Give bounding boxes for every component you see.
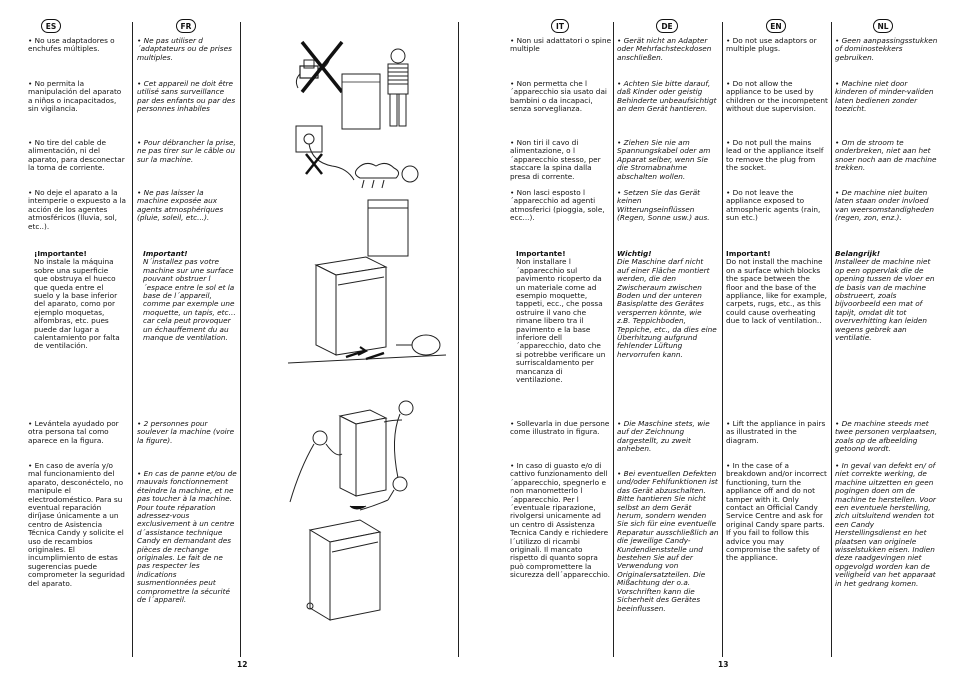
important-body: Non installare l´apparecchio sul pavimen… bbox=[516, 257, 606, 385]
safety-item: • Non lasci esposto l´apparecchio ad age… bbox=[510, 188, 605, 223]
important-title: Wichtig! bbox=[617, 249, 652, 258]
lang-badge-es: ES bbox=[41, 19, 61, 33]
lang-badge-nl: NL bbox=[873, 19, 893, 33]
divider bbox=[722, 22, 723, 657]
important-note: Importante! Non installare l´apparecchio… bbox=[516, 249, 608, 385]
important-note: Wichtig! Die Maschine darf nicht auf ein… bbox=[617, 249, 717, 359]
safety-item: • En caso de avería y/o mal funcionamien… bbox=[28, 461, 125, 588]
safety-item: • Ne pas laisser la machine exposée aux … bbox=[137, 188, 224, 223]
safety-item: • Sollevarla in due persone come illustr… bbox=[510, 419, 610, 437]
safety-item: • Levántela ayudado por otra persona tal… bbox=[28, 419, 119, 445]
safety-item: • De machine steeds met twee personen ve… bbox=[835, 419, 938, 454]
important-title: Importante! bbox=[516, 249, 566, 258]
important-note: Important! N´installez pas votre machine… bbox=[143, 249, 237, 343]
service-technician-illustration bbox=[290, 470, 455, 630]
safety-item: • Cet appareil ne doit être utilisé sans… bbox=[137, 79, 236, 114]
important-title: Important! bbox=[726, 249, 771, 258]
safety-item: • Lift the appliance in pairs as illustr… bbox=[726, 419, 826, 445]
safety-item: • Do not leave the appliance exposed to … bbox=[726, 188, 821, 223]
important-title: Belangrijk! bbox=[835, 249, 881, 258]
multiple-plug-prohibited-illustration bbox=[290, 36, 350, 96]
safety-item: • En cas de panne et/ou de mauvais fonct… bbox=[137, 469, 237, 605]
safety-item: • Om de stroom te onderbreken, niet aan … bbox=[835, 138, 937, 173]
safety-item: • Do not use adaptors or multiple plugs. bbox=[726, 36, 817, 54]
important-title: Important! bbox=[143, 249, 188, 258]
lang-badge-fr: FR bbox=[176, 19, 196, 33]
safety-item: • Gerät nicht an Adapter oder Mehrfachst… bbox=[617, 36, 712, 62]
lang-badge-de: DE bbox=[656, 19, 678, 33]
page-number: 13 bbox=[718, 660, 729, 669]
lang-badge-en: EN bbox=[766, 19, 786, 33]
safety-item: • Ziehen Sie nie am Spannungskabel oder … bbox=[617, 138, 711, 181]
safety-item: • Do not allow the appliance to be used … bbox=[726, 79, 828, 114]
safety-item: • No permita la manipulación del aparato… bbox=[28, 79, 122, 114]
safety-item: • Setzen Sie das Gerät keinen Witterungs… bbox=[617, 188, 710, 223]
important-body: Do not install the machine on a surface … bbox=[726, 257, 827, 326]
safety-item: • Achten Sie bitte darauf, daß Kinder od… bbox=[617, 79, 717, 114]
divider bbox=[458, 22, 459, 657]
important-body: Installeer de machine niet op een opperv… bbox=[835, 257, 935, 343]
divider bbox=[831, 22, 832, 657]
safety-item: • Bei eventuellen Defekten und/oder Fehl… bbox=[617, 469, 719, 613]
lang-badge-it: IT bbox=[551, 19, 569, 33]
safety-item: • De machine niet buiten laten staan ond… bbox=[835, 188, 934, 223]
divider bbox=[240, 22, 241, 657]
safety-item: • Non permetta che l´apparecchio sia usa… bbox=[510, 79, 607, 114]
safety-item: • In the case of a breakdown and/or inco… bbox=[726, 461, 827, 563]
important-note: Belangrijk! Installeer de machine niet o… bbox=[835, 249, 939, 343]
important-body: N´installez pas votre machine sur une su… bbox=[143, 257, 236, 343]
important-note: ¡Importante! No instale la máquina sobre… bbox=[34, 249, 122, 351]
ventilation-illustration bbox=[286, 255, 456, 375]
divider bbox=[613, 22, 614, 657]
safety-item: • Geen aanpassingsstukken of dominostekk… bbox=[835, 36, 938, 62]
safety-item: • Ne pas utiliser d´adaptateurs ou de pr… bbox=[137, 36, 232, 62]
safety-item: • Machine niet door kinderen of minder-v… bbox=[835, 79, 934, 114]
important-title: ¡Importante! bbox=[34, 249, 87, 258]
safety-item: • Non usi adattatori o spine multiple bbox=[510, 36, 612, 54]
safety-item: • Pour débrancher la prise, ne pas tirer… bbox=[137, 138, 236, 164]
pull-plug-illustration bbox=[292, 122, 362, 182]
safety-item: • Do not pull the mains lead or the appl… bbox=[726, 138, 824, 173]
safety-item: • Die Maschine stets, wie auf der Zeichn… bbox=[617, 419, 710, 454]
lifting-in-pairs-illustration bbox=[280, 398, 450, 508]
important-body: Die Maschine darf nicht auf einer Fläche… bbox=[617, 257, 717, 359]
safety-item: • 2 personnes pour soulever la machine (… bbox=[137, 419, 235, 445]
safety-item: • No use adaptadores o enchufes múltiple… bbox=[28, 36, 115, 54]
important-body: No instale la máquina sobre una superfic… bbox=[34, 257, 120, 351]
important-note: Important! Do not install the machine on… bbox=[726, 249, 828, 326]
safety-item: • Non tiri il cavo di alimentazione, o l… bbox=[510, 138, 601, 181]
safety-item: • No deje el aparato a la intemperie o e… bbox=[28, 188, 127, 231]
page-number: 12 bbox=[237, 660, 248, 669]
safety-item: • In caso di guasto e/o di cattivo funzi… bbox=[510, 461, 610, 580]
safety-item: • No tire del cable de alimentación, ni … bbox=[28, 138, 125, 173]
washer-weather-illustration bbox=[348, 160, 428, 260]
safety-item: • In geval van defekt en/ of niet correk… bbox=[835, 461, 936, 588]
divider bbox=[132, 22, 133, 657]
child-and-washer-illustration bbox=[340, 44, 420, 134]
